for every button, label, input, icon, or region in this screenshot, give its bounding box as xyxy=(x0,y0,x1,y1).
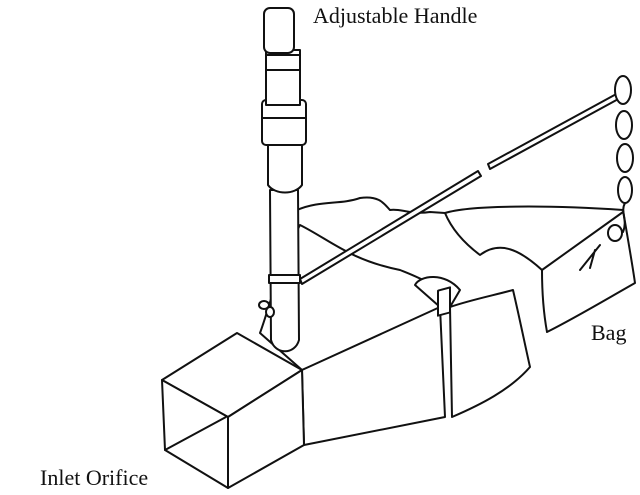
handle-collar xyxy=(268,274,301,284)
rod-segment-1 xyxy=(299,170,482,285)
handle-shaft-upper xyxy=(265,49,301,106)
label-inlet-orifice: Inlet Orifice xyxy=(40,465,149,490)
bag-fold xyxy=(541,211,624,271)
rod-segment-2 xyxy=(487,91,623,170)
label-bag: Bag xyxy=(591,320,627,345)
label-adjustable-handle: Adjustable Handle xyxy=(313,3,478,28)
handle-grip-band xyxy=(261,99,307,146)
handle-top xyxy=(263,7,295,54)
bag-stitch xyxy=(579,244,601,271)
duct-rear-section xyxy=(449,289,531,418)
clamp-band xyxy=(437,286,451,317)
inlet-inner-edge xyxy=(164,416,227,451)
handle-tube-lower xyxy=(269,189,300,353)
handle-knob xyxy=(258,300,270,310)
handle-rings xyxy=(261,54,307,119)
bag-chain xyxy=(614,75,634,233)
handle-knob-nut xyxy=(265,306,275,318)
inlet-side-face xyxy=(227,369,305,489)
bag-ring xyxy=(607,224,623,242)
